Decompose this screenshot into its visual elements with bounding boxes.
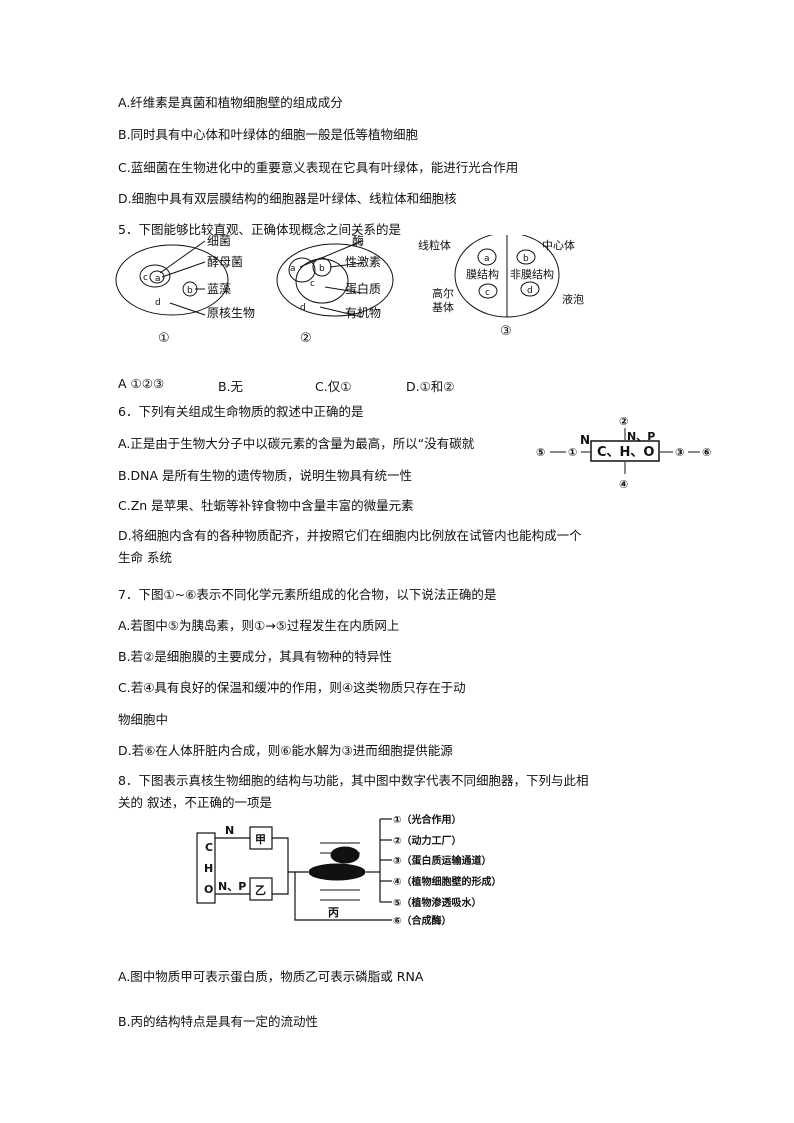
svg-text:d: d xyxy=(155,298,161,308)
q8-cell-diagram: C H O N N、P 甲 乙 丙 ①（光合作用） ②（动力工厂） ③（蛋白质运… xyxy=(196,813,501,927)
q4-option-c: C.蓝细菌在生物进化中的重要意义表现在它具有叶绿体，能进行光合作用 xyxy=(118,160,519,175)
q7-element-diagram: C、H、O N N、P ① ② ③ ④ ⑤ ⑥ xyxy=(536,415,711,491)
q4-option-b: B.同时具有中心体和叶绿体的细胞一般是低等植物细胞 xyxy=(118,127,419,142)
svg-text:d: d xyxy=(300,303,306,313)
svg-text:N、P: N、P xyxy=(218,880,246,893)
svg-text:H: H xyxy=(204,862,213,875)
svg-text:⑤: ⑤ xyxy=(536,446,545,459)
svg-text:酶: 酶 xyxy=(352,235,364,248)
svg-text:④（植物细胞壁的形成）: ④（植物细胞壁的形成） xyxy=(393,875,501,888)
q7-option-b: B.若②是细胞膜的主要成分，其具有物种的特异性 xyxy=(118,649,392,664)
q5-figures: a b c d 细菌 酵母菌 蓝藻 原核生物 ① a b c d 酶 性激素 蛋… xyxy=(115,235,584,346)
svg-text:膜结构: 膜结构 xyxy=(466,267,499,281)
figure-3 xyxy=(454,235,560,318)
svg-text:c: c xyxy=(485,288,490,298)
membrane-icon xyxy=(308,842,366,901)
q7-option-c-line2: 物细胞中 xyxy=(118,712,169,727)
svg-text:液泡: 液泡 xyxy=(562,292,584,306)
svg-text:基体: 基体 xyxy=(432,300,454,314)
figure-2 xyxy=(276,240,394,318)
svg-text:a: a xyxy=(290,264,296,274)
svg-text:C、H、O: C、H、O xyxy=(597,445,654,460)
svg-text:d: d xyxy=(527,286,533,296)
q6-option-d-line1: D.将细胞内含有的各种物质配齐，并按照它们在细胞内比例放在试管内也能构成一个 xyxy=(118,528,582,543)
q7-option-d: D.若⑥在人体肝脏内合成，则⑥能水解为③进而细胞提供能源 xyxy=(118,743,453,758)
q5-stem: 5．下图能够比较直观、正确体现概念之间关系的是 xyxy=(118,222,401,237)
svg-text:④: ④ xyxy=(619,478,628,491)
svg-text:②: ② xyxy=(300,331,312,346)
q6-option-c: C.Zn 是苹果、牡蛎等补锌食物中含量丰富的微量元素 xyxy=(118,498,414,513)
svg-text:N: N xyxy=(225,824,234,837)
q4-option-d: D.细胞中具有双层膜结构的细胞器是叶绿体、线粒体和细胞核 xyxy=(118,191,457,206)
svg-text:甲: 甲 xyxy=(255,833,266,846)
q7-stem: 7．下图①~⑥表示不同化学元素所组成的化合物，以下说法正确的是 xyxy=(118,587,497,602)
q6-option-b: B.DNA 是所有生物的遗传物质，说明生物具有统一性 xyxy=(118,468,413,483)
svg-text:①: ① xyxy=(158,331,170,346)
svg-text:c: c xyxy=(143,273,148,283)
svg-text:c: c xyxy=(310,279,315,289)
q7-option-a: A.若图中⑤为胰岛素，则①→⑤过程发生在内质网上 xyxy=(118,618,400,633)
q5-option-c: C.仅① xyxy=(315,379,352,394)
svg-text:a: a xyxy=(484,254,490,264)
q6-stem: 6．下列有关组成生命物质的叙述中正确的是 xyxy=(118,404,364,419)
svg-text:b: b xyxy=(187,286,193,296)
svg-text:有机物: 有机物 xyxy=(345,306,381,320)
q4-option-a: A.纤维素是真菌和植物细胞壁的组成成分 xyxy=(118,95,343,110)
svg-text:⑤（植物渗透吸水）: ⑤（植物渗透吸水） xyxy=(393,896,481,909)
figure-1 xyxy=(115,240,229,316)
q5-option-b: B.无 xyxy=(218,379,244,394)
svg-text:性激素: 性激素 xyxy=(345,255,381,269)
svg-text:⑥（合成酶）: ⑥（合成酶） xyxy=(393,914,451,927)
svg-text:细菌: 细菌 xyxy=(207,235,231,248)
q8-stem-line2: 关的 叙述，不正确的一项是 xyxy=(118,795,272,810)
svg-text:酵母菌: 酵母菌 xyxy=(207,255,243,269)
svg-text:a: a xyxy=(155,274,161,284)
svg-text:O: O xyxy=(204,883,213,896)
svg-text:非膜结构: 非膜结构 xyxy=(510,267,554,281)
svg-text:丙: 丙 xyxy=(328,906,339,919)
svg-text:N、P: N、P xyxy=(627,430,655,443)
q8-stem-line1: 8．下图表示真核生物细胞的结构与功能，其中图中数字代表不同细胞器，下列与此相 xyxy=(118,773,589,788)
svg-text:N: N xyxy=(580,433,590,447)
svg-text:C: C xyxy=(205,841,213,854)
svg-text:b: b xyxy=(319,264,325,274)
svg-text:②（动力工厂）: ②（动力工厂） xyxy=(393,834,461,847)
q6-option-d-line2: 生命 系统 xyxy=(118,550,172,565)
svg-text:①（光合作用）: ①（光合作用） xyxy=(393,813,461,826)
svg-text:线粒体: 线粒体 xyxy=(418,238,451,252)
svg-text:③（蛋白质运输通道）: ③（蛋白质运输通道） xyxy=(393,854,491,867)
q8-option-a: A.图中物质甲可表示蛋白质，物质乙可表示磷脂或 RNA xyxy=(118,969,424,984)
svg-text:原核生物: 原核生物 xyxy=(207,306,255,320)
svg-text:①: ① xyxy=(568,446,577,459)
svg-text:③: ③ xyxy=(500,324,512,339)
svg-text:③: ③ xyxy=(675,446,684,459)
svg-text:蓝藻: 蓝藻 xyxy=(207,282,231,296)
svg-text:乙: 乙 xyxy=(255,884,266,897)
svg-text:②: ② xyxy=(619,415,628,428)
svg-text:b: b xyxy=(523,254,529,264)
svg-text:中心体: 中心体 xyxy=(542,238,575,252)
q7-option-c-line1: C.若④具有良好的保温和缓冲的作用，则④这类物质只存在于动 xyxy=(118,680,466,695)
q5-option-a: A ①②③ xyxy=(118,376,165,391)
q5-option-d: D.①和② xyxy=(406,379,455,394)
svg-text:高尔: 高尔 xyxy=(432,286,454,300)
svg-text:⑥: ⑥ xyxy=(702,446,711,459)
q6-option-a: A.正是由于生物大分子中以碳元素的含量为最高，所以“没有碳就 xyxy=(118,436,475,451)
svg-text:蛋白质: 蛋白质 xyxy=(345,281,381,296)
q8-option-b: B.丙的结构特点是具有一定的流动性 xyxy=(118,1014,319,1029)
